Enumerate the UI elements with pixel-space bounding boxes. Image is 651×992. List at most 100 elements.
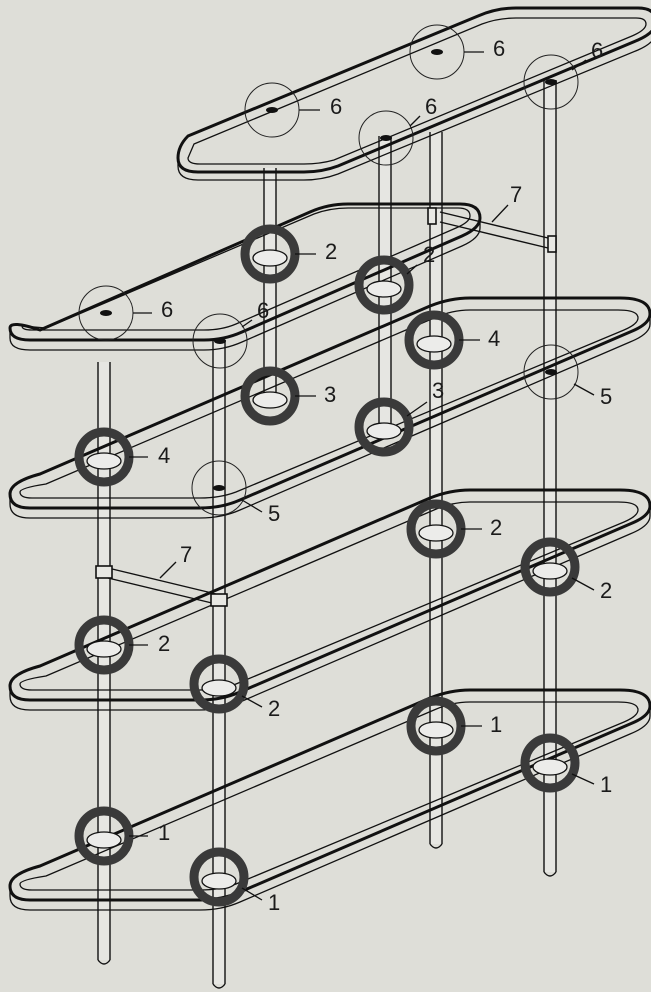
post-cap (266, 107, 278, 113)
callout-6-c6f: 6 (192, 298, 269, 369)
callout-6-c6e: 6 (78, 285, 173, 341)
post-collar (416, 335, 452, 353)
callout-4-c4b: 4 (74, 427, 170, 487)
callout-2-c2d: 2 (520, 537, 612, 603)
post-cap (380, 135, 392, 141)
leader-line (241, 695, 263, 708)
support-posts (97, 80, 557, 989)
post-collar (366, 280, 402, 298)
spacer-bar-upper (427, 207, 557, 253)
callout-label: 6 (591, 38, 603, 63)
callouts: 6 6 6 6 6 6 7 2 2 4 5 3 3 4 5 2 2 7 2 2 1 1 1 1 (74, 24, 612, 915)
callout-ring (523, 344, 579, 400)
callout-ring (191, 460, 247, 516)
callout-label: 3 (324, 382, 336, 407)
callout-2-c2b: 2 (354, 242, 435, 315)
post-collar (86, 831, 122, 849)
callout-label: 5 (268, 501, 280, 526)
post-cap (213, 485, 225, 491)
post-collar (201, 872, 237, 890)
callout-5-c5a: 5 (523, 344, 612, 409)
post-cap (545, 369, 557, 375)
callout-label: 6 (330, 94, 342, 119)
callout-1-c1d: 1 (189, 847, 280, 915)
leader-line (241, 499, 263, 513)
leader-line (571, 773, 595, 785)
callout-6-c6d: 6 (358, 94, 437, 166)
callout-3-c3b: 3 (354, 378, 444, 457)
post-collar (201, 679, 237, 697)
callout-6-c6b: 6 (409, 24, 505, 80)
leader-line (406, 264, 418, 275)
callout-2-c2e: 2 (74, 615, 170, 675)
callout-6-c6c: 6 (523, 38, 603, 110)
callout-label: 7 (180, 542, 192, 567)
callout-ring (520, 733, 580, 793)
callout-ring (523, 54, 579, 110)
callout-4-c4a: 4 (404, 310, 500, 370)
post-collar (418, 524, 454, 542)
callout-label: 6 (493, 36, 505, 61)
callout-label: 6 (161, 297, 173, 322)
callout-ring (520, 537, 580, 597)
post-cap (431, 49, 443, 55)
callout-ring (354, 255, 414, 315)
callout-2-c2f: 2 (189, 654, 280, 721)
callout-6-c6a: 6 (244, 82, 342, 138)
leader-line (406, 401, 428, 417)
callout-ring (189, 847, 249, 907)
callout-label: 3 (432, 378, 444, 403)
post-collar (252, 391, 288, 409)
leader-line (491, 204, 509, 223)
shelf-top (176, 6, 651, 182)
leader-line (571, 59, 587, 71)
callout-7-c7a: 7 (491, 182, 522, 223)
callout-label: 2 (490, 515, 502, 540)
callout-label: 1 (490, 712, 502, 737)
post-collars (86, 49, 568, 890)
callout-label: 6 (257, 298, 269, 323)
leader-line (573, 383, 595, 396)
callout-label: 6 (425, 94, 437, 119)
callout-label: 2 (423, 242, 435, 267)
callout-ring (358, 110, 414, 166)
callout-label: 4 (488, 326, 500, 351)
post-collar (532, 758, 568, 776)
post-cap (214, 338, 226, 344)
post-collar (532, 562, 568, 580)
post-collar (366, 422, 402, 440)
callout-ring (192, 313, 248, 369)
callout-label: 2 (268, 696, 280, 721)
callout-1-c1a: 1 (406, 696, 502, 756)
callout-2-c2c: 2 (406, 499, 502, 559)
callout-3-c3a: 3 (240, 366, 336, 426)
spacer-bar-lower (95, 565, 228, 607)
leader-line (159, 561, 177, 579)
callout-label: 5 (600, 384, 612, 409)
leader-line (241, 319, 253, 328)
leader-line (571, 577, 595, 591)
callout-7-c7b: 7 (159, 542, 192, 579)
callout-label: 7 (510, 182, 522, 207)
post-cap (545, 79, 557, 85)
callout-label: 4 (158, 443, 170, 468)
callout-label: 2 (158, 631, 170, 656)
callout-label: 1 (158, 820, 170, 845)
leader-line (241, 887, 263, 901)
leader-line (409, 115, 421, 127)
post-collar (86, 452, 122, 470)
callout-ring (354, 397, 414, 457)
callout-label: 1 (600, 772, 612, 797)
callout-1-c1b: 1 (520, 733, 612, 797)
callout-ring (189, 654, 249, 714)
post-collar (86, 640, 122, 658)
callout-1-c1c: 1 (74, 806, 170, 866)
post-cap (100, 310, 112, 316)
callout-2-c2a: 2 (240, 224, 337, 284)
callout-label: 2 (325, 239, 337, 264)
callout-label: 1 (268, 890, 280, 915)
callout-label: 2 (600, 578, 612, 603)
post-collar (418, 721, 454, 739)
post-collar (252, 249, 288, 267)
